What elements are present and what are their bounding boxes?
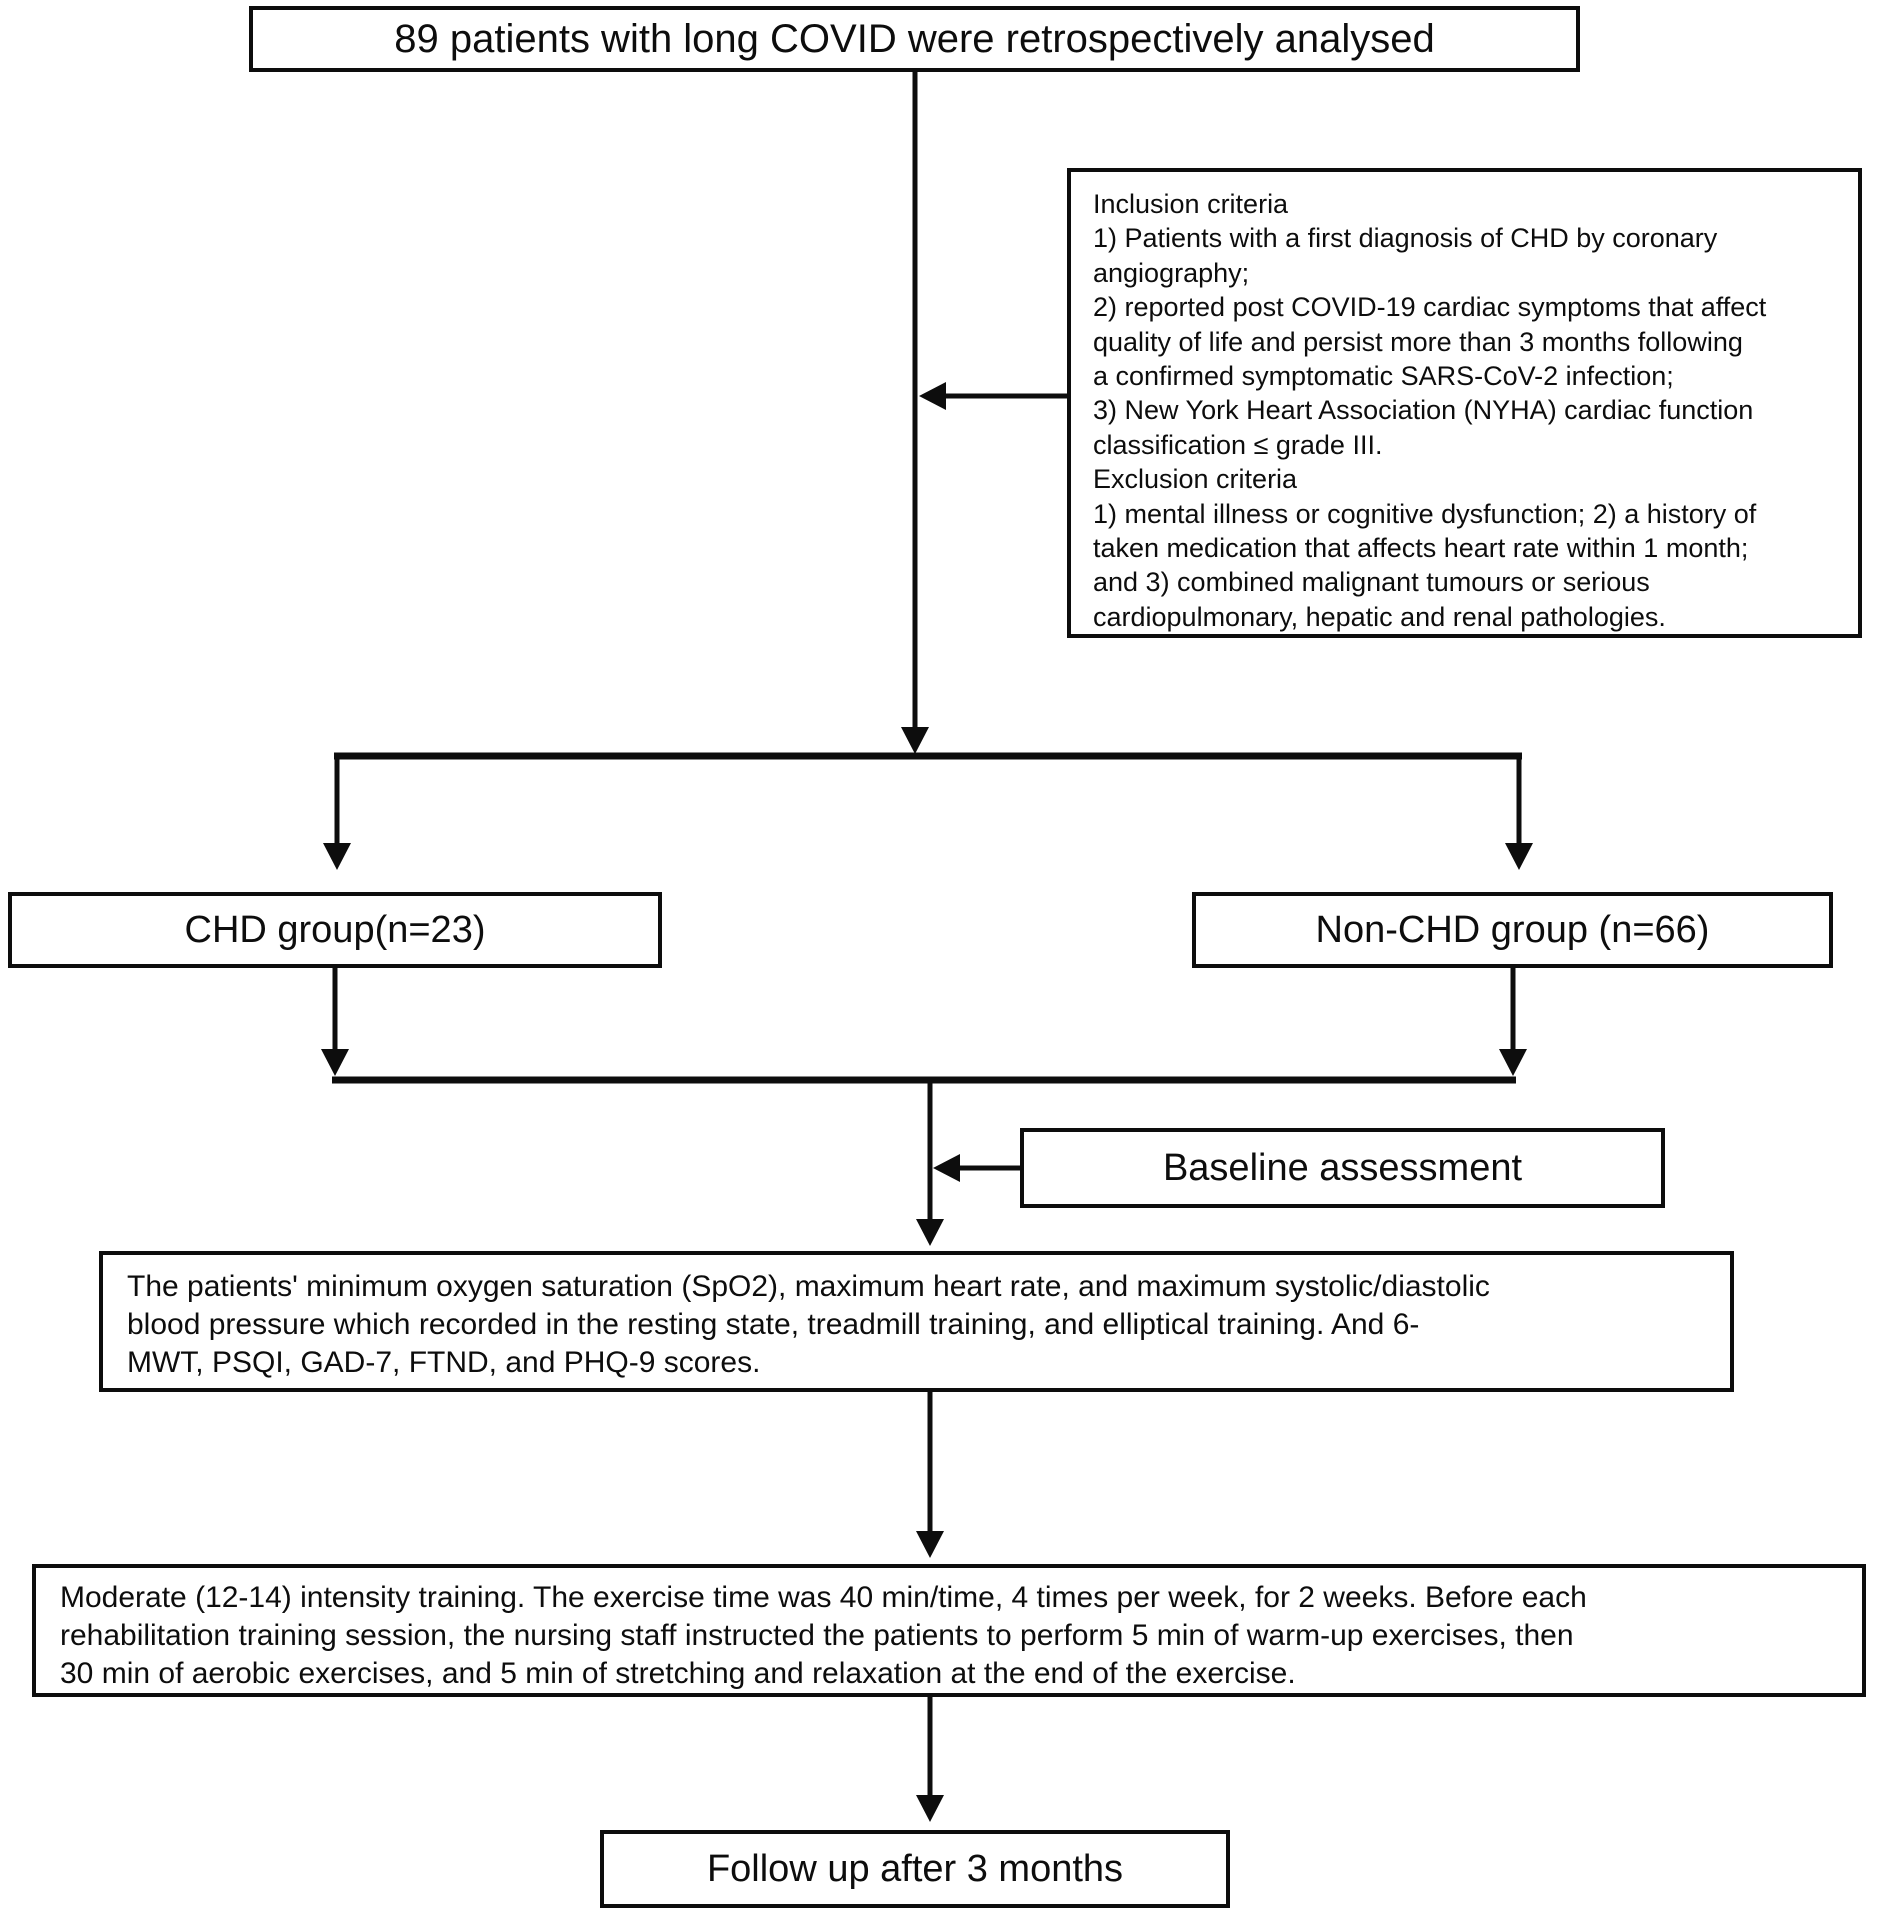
arrow-merge-to-detail [916,1080,944,1246]
arrow-baseline-to-spine [933,1154,1020,1182]
arrow-training-to-followup [916,1697,944,1822]
assessment-detail-box: The patients' minimum oxygen saturation … [99,1251,1734,1392]
top-box-patients-analysed: 89 patients with long COVID were retrosp… [249,6,1580,72]
followup-box: Follow up after 3 months [600,1830,1230,1908]
arrow-chd-to-merge [321,968,349,1076]
arrow-criteria-to-spine [919,382,1067,410]
arrow-nonchd-to-merge [1499,968,1527,1076]
baseline-assessment-box: Baseline assessment [1020,1128,1665,1208]
arrow-top-to-split [901,72,929,754]
arrow-detail-to-training [916,1392,944,1558]
assessment-detail-text: The patients' minimum oxygen saturation … [127,1270,1490,1379]
arrow-split-to-nonchd [1505,756,1533,870]
non-chd-group-box: Non-CHD group (n=66) [1192,892,1833,968]
training-text: Moderate (12-14) intensity training. The… [60,1581,1587,1690]
chd-group-box: CHD group(n=23) [8,892,662,968]
training-box: Moderate (12-14) intensity training. The… [32,1564,1866,1697]
arrow-split-to-chd [323,756,351,870]
